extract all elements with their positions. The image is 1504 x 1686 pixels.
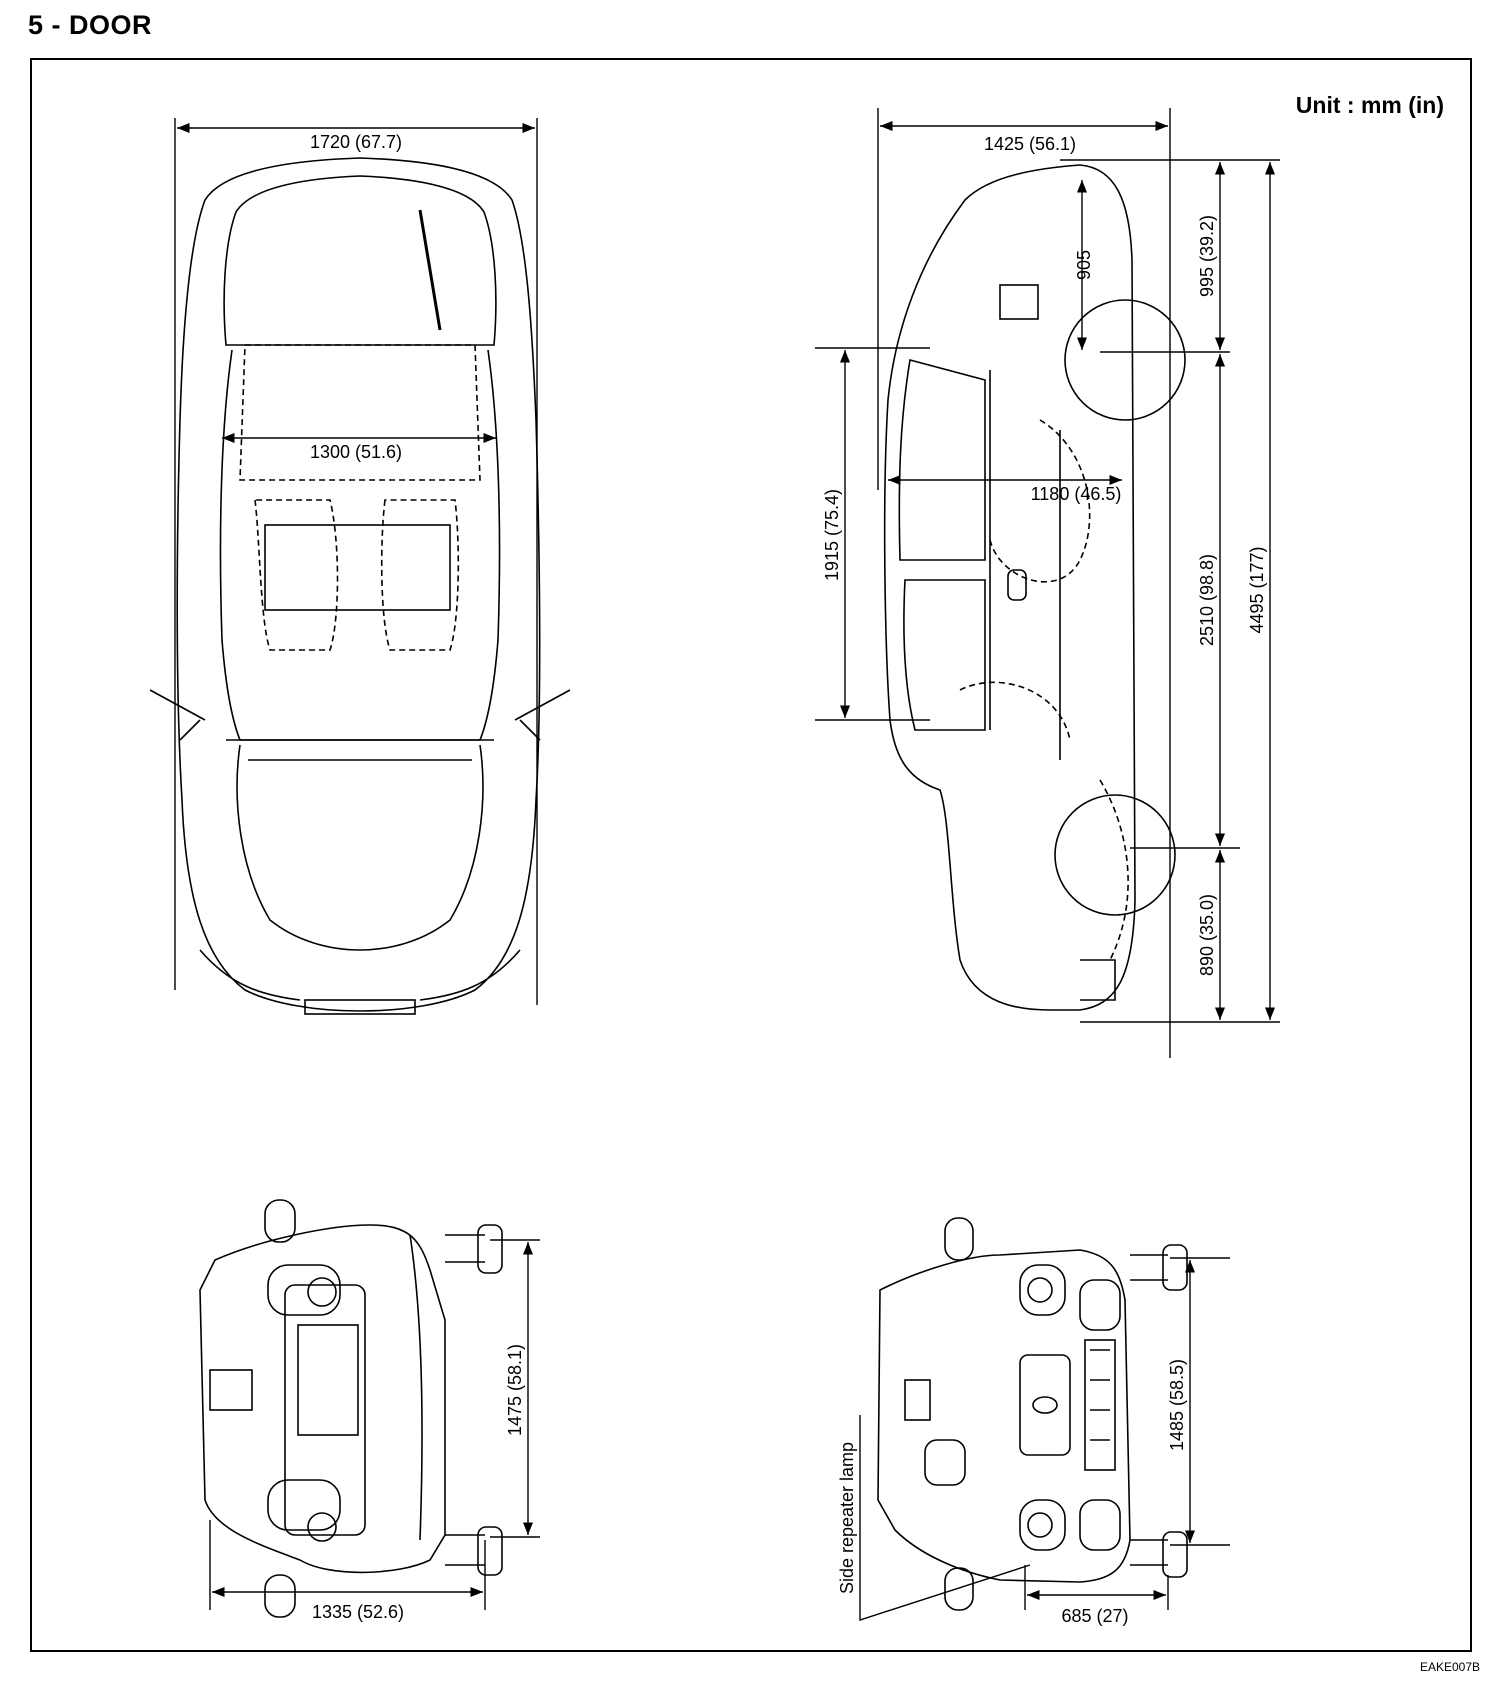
unit-label: Unit : mm (in) bbox=[1295, 92, 1444, 118]
dim-cabin-length: 1915 (75.4) bbox=[822, 489, 842, 581]
dim-wheel-height: 905 bbox=[1074, 250, 1094, 280]
dim-overall-height: 1425 (56.1) bbox=[984, 134, 1076, 154]
dim-rear-width: 1335 (52.6) bbox=[312, 1602, 404, 1622]
dim-overall-length: 4495 (177) bbox=[1247, 546, 1267, 633]
dim-rear-overhang: 890 (35.0) bbox=[1197, 894, 1217, 976]
top-view-car bbox=[149, 157, 571, 1015]
dimension-lines bbox=[174, 108, 1280, 1621]
drawing-frame bbox=[30, 58, 1472, 1652]
dim-lamp-height: 685 (27) bbox=[1061, 1606, 1128, 1626]
dim-rear-tread: 1475 (58.1) bbox=[505, 1344, 525, 1436]
dim-wheelbase: 2510 (98.8) bbox=[1197, 554, 1217, 646]
dim-inner-width: 1300 (51.6) bbox=[310, 442, 402, 462]
side-view-car bbox=[883, 164, 1186, 1011]
dim-front-tread: 1485 (58.5) bbox=[1167, 1359, 1187, 1451]
page-title: 5 - DOOR bbox=[28, 10, 153, 40]
drawing-code: EAKE007B bbox=[1419, 1660, 1480, 1674]
rear-view-car bbox=[199, 1199, 503, 1618]
dim-inner-length: 1180 (46.5) bbox=[1031, 484, 1122, 504]
dim-overall-width: 1720 (67.7) bbox=[310, 132, 402, 152]
dim-front-overhang: 995 (39.2) bbox=[1197, 215, 1217, 297]
side-repeater-lamp-label: Side repeater lamp bbox=[837, 1442, 857, 1594]
front-view-car bbox=[877, 1217, 1188, 1611]
